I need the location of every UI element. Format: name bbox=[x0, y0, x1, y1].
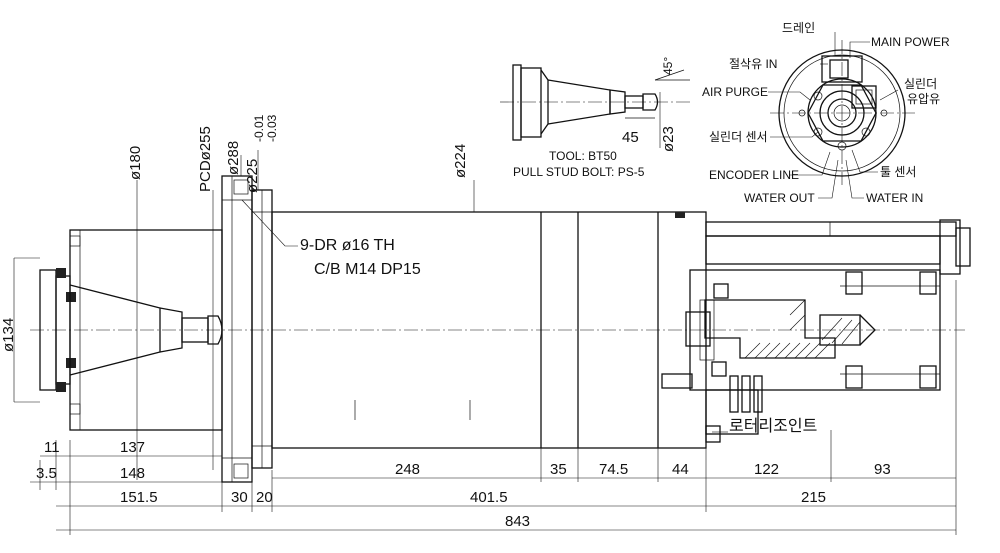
tool-length-label: 45 bbox=[622, 129, 639, 146]
dim-11: 11 bbox=[44, 439, 60, 456]
spindle-side-view bbox=[30, 175, 971, 483]
tool-detail-view bbox=[500, 64, 690, 148]
dim-843-total: 843 bbox=[505, 513, 530, 530]
cutting-oil-label: 절삭유 IN bbox=[729, 57, 777, 71]
tool-angle-label: 45° bbox=[661, 57, 675, 75]
tool-type-label: TOOL: BT50 bbox=[549, 149, 617, 163]
water-out-label: WATER OUT bbox=[744, 191, 815, 205]
dim-248: 248 bbox=[395, 461, 420, 478]
dim-44: 44 bbox=[672, 461, 689, 478]
hatch-rotor bbox=[821, 317, 861, 345]
flange-note-leader bbox=[241, 199, 298, 247]
pull-stud-label: PULL STUD BOLT: PS-5 bbox=[513, 165, 645, 179]
rotary-joint-label: 로터리조인트 bbox=[729, 417, 817, 435]
water-in-label: WATER IN bbox=[866, 191, 923, 205]
dim-122: 122 bbox=[754, 461, 779, 478]
cylinder-oil-label-2: 유압유 bbox=[907, 92, 940, 106]
dim-d225: ø225 bbox=[244, 159, 261, 193]
dim-d225-tol-upper: -0.01 bbox=[252, 114, 266, 142]
tool-sensor-label: 툴 센서 bbox=[880, 165, 916, 179]
dim-d224: ø224 bbox=[452, 144, 469, 178]
main-power-label: MAIN POWER bbox=[871, 35, 950, 49]
drain-label: 드레인 bbox=[782, 21, 815, 35]
dim-35: 35 bbox=[550, 461, 567, 478]
dim-d180: ø180 bbox=[127, 146, 144, 180]
dim-401-5: 401.5 bbox=[470, 489, 508, 506]
flange-bolt-note: 9-DR ø16 TH bbox=[300, 237, 395, 254]
air-purge-label: AIR PURGE bbox=[702, 85, 768, 99]
dim-215: 215 bbox=[801, 489, 826, 506]
dim-3-5: 3.5 bbox=[36, 465, 57, 482]
dim-20: 20 bbox=[256, 489, 273, 506]
dim-74-5: 74.5 bbox=[599, 461, 628, 478]
dim-151-5: 151.5 bbox=[120, 489, 158, 506]
dim-30: 30 bbox=[231, 489, 248, 506]
end-view-leaders bbox=[768, 32, 899, 199]
dim-d225-tol-lower: -0.03 bbox=[265, 114, 279, 142]
dim-d288: ø288 bbox=[225, 141, 242, 175]
hatch-piston bbox=[744, 299, 831, 359]
dim-137: 137 bbox=[120, 439, 145, 456]
vertical-dim-lines bbox=[13, 150, 475, 480]
dim-93: 93 bbox=[874, 461, 891, 478]
flange-counterbore-note: C/B M14 DP15 bbox=[314, 261, 421, 278]
dim-pcd255: PCDø255 bbox=[197, 126, 214, 192]
dim-148: 148 bbox=[120, 465, 145, 482]
cylinder-oil-label: 실린더 bbox=[904, 77, 937, 91]
cylinder-sensor-label: 실린더 센서 bbox=[709, 130, 768, 144]
encoder-line-label: ENCODER LINE bbox=[709, 168, 799, 182]
end-view bbox=[770, 40, 915, 185]
horizontal-dim-lines bbox=[30, 280, 957, 535]
tool-diameter-label: ø23 bbox=[660, 126, 677, 152]
dim-d134: ø134 bbox=[0, 318, 17, 352]
